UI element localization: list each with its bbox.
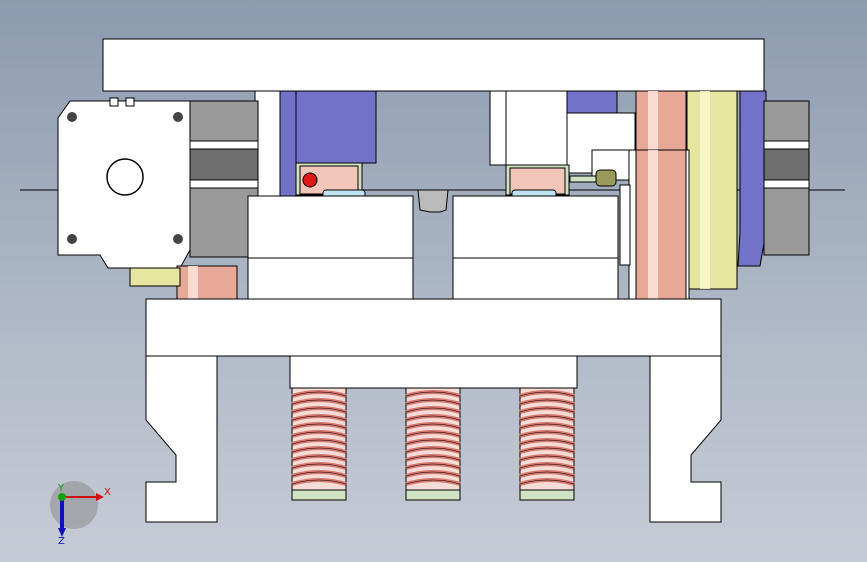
coordinate-triad[interactable]: X Y Z bbox=[50, 481, 111, 547]
z-axis-arrow bbox=[58, 528, 66, 537]
spring-center[interactable] bbox=[405, 387, 461, 501]
right-die-block[interactable] bbox=[452, 195, 619, 259]
right-slider[interactable] bbox=[737, 90, 767, 267]
left-leg[interactable] bbox=[145, 355, 218, 523]
bottom-plate[interactable] bbox=[145, 298, 722, 357]
right-adjust-screw[interactable] bbox=[569, 169, 617, 187]
lower-bolster[interactable] bbox=[289, 355, 578, 389]
right-motor[interactable] bbox=[763, 100, 810, 256]
right-upper-block-2[interactable] bbox=[505, 90, 568, 166]
x-axis-arrow bbox=[96, 493, 104, 501]
spring-group bbox=[291, 387, 575, 501]
right-guide-bushing[interactable] bbox=[686, 90, 738, 290]
y-axis-dot bbox=[58, 493, 66, 501]
triad-x-label: X bbox=[104, 487, 111, 498]
right-upper-block[interactable] bbox=[489, 90, 507, 166]
spring-right[interactable] bbox=[519, 387, 575, 501]
status-indicator-red bbox=[302, 172, 318, 188]
spring-left[interactable] bbox=[291, 387, 347, 501]
left-bushing-cap[interactable] bbox=[129, 267, 181, 287]
triad-y-label: Y bbox=[57, 483, 65, 494]
right-leg[interactable] bbox=[649, 355, 722, 523]
left-slider-top[interactable] bbox=[295, 90, 377, 164]
top-plate[interactable] bbox=[102, 38, 765, 92]
right-slider-top[interactable] bbox=[566, 90, 618, 114]
left-die-block-lower[interactable] bbox=[247, 257, 414, 300]
right-die-block-lower[interactable] bbox=[452, 257, 619, 300]
left-die-block[interactable] bbox=[247, 195, 414, 259]
center-punch[interactable] bbox=[417, 189, 449, 213]
left-motor-shaft-hole bbox=[106, 158, 144, 196]
triad-z-label: Z bbox=[58, 536, 65, 547]
left-motor[interactable] bbox=[57, 97, 259, 269]
left-guide-pin[interactable] bbox=[176, 265, 238, 301]
